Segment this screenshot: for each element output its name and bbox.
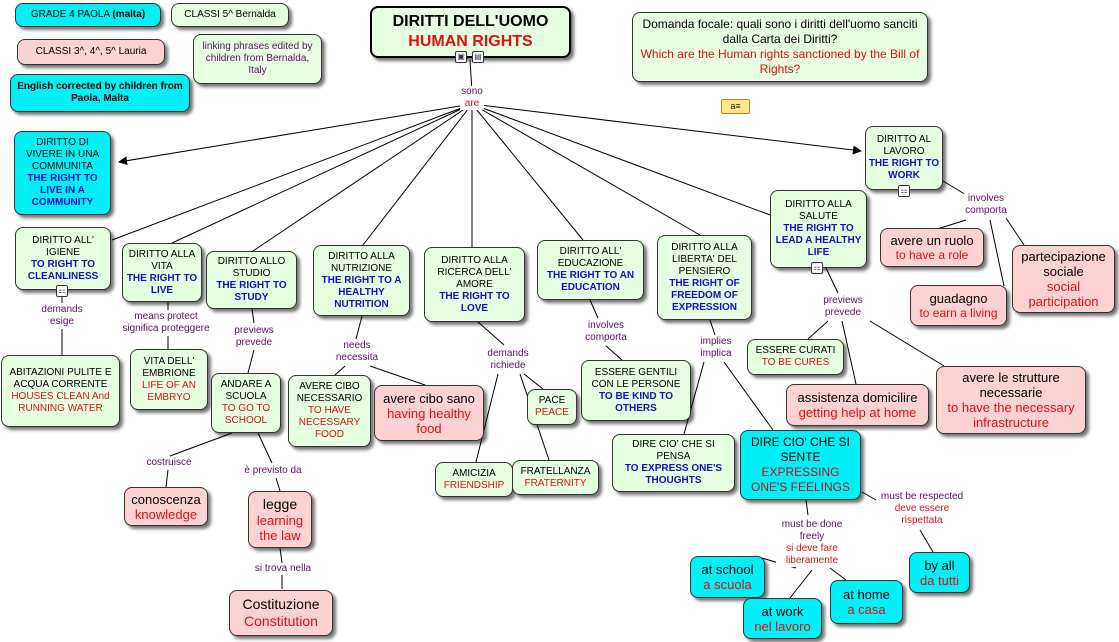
abitazioni-node[interactable]: ABITAZIONI PULITE E ACQUA CORRENTE HOUSE… — [1, 355, 120, 427]
right-life-node[interactable]: DIRITTO ALLA VITA THE RIGHT TO LIVE — [122, 243, 202, 302]
right-health-node[interactable]: DIRITTO ALLA SALUTE THE RIGHT TO LEAD A … — [770, 190, 867, 268]
focus-question-node: Domanda focale: quali sono i diritti del… — [632, 12, 928, 82]
cibo-sano-node[interactable]: avere cibo sano having healthy food — [374, 385, 484, 441]
costituzione-node[interactable]: Costituzione Constitution — [229, 590, 333, 636]
classi345-box: CLASSI 3^, 4^, 5^ Lauria — [17, 39, 165, 65]
right-work-node[interactable]: DIRITTO AL LAVORO THE RIGHT TO WORK — [865, 126, 943, 190]
grade-box: GRADE 4 PAOLA (malta) — [15, 3, 161, 27]
document-resource-icon[interactable]: ▤ — [472, 51, 484, 63]
avere-ruolo-node[interactable]: avere un ruolo to have a role — [880, 228, 984, 267]
hygiene-submap-icon[interactable]: ⚏ — [56, 285, 68, 297]
at-home-node[interactable]: at home a casa — [830, 580, 903, 624]
at-school-node[interactable]: at school a scuola — [690, 556, 765, 598]
link-e-previsto-da: è previsto da — [243, 465, 303, 477]
legge-node[interactable]: legge learning the law — [248, 491, 312, 548]
english-text: English corrected by children from Paola… — [17, 81, 183, 104]
link-must-be-respected: must be respected deve essere rispettata — [879, 491, 965, 527]
grade-bold: (malta) — [112, 9, 146, 20]
right-study-node[interactable]: DIRITTO ALLO STUDIO THE RIGHT TO STUDY — [206, 251, 297, 309]
link-si-trova-nella: si trova nella — [253, 563, 313, 575]
root-title-node[interactable]: DIRITTI DELL'UOMO HUMAN RIGHTS — [370, 6, 571, 58]
vita-embrione-node[interactable]: VITA DELL' EMBRIONE LIFE OF AN EMBRYO — [130, 349, 208, 410]
right-nutrition-node[interactable]: DIRITTO ALLA NUTRIZIONE THE RIGHT TO A H… — [313, 245, 410, 316]
grade-text: GRADE 4 PAOLA — [30, 9, 110, 20]
at-work-node[interactable]: at work nel lavoro — [743, 598, 822, 639]
dire-sente-node[interactable]: DIRE CIO' CHE SI SENTE EXPRESSING ONE'S … — [740, 430, 861, 500]
classi5-text: CLASSI 5^ Bernalda — [184, 9, 276, 20]
english-box: English corrected by children from Paola… — [10, 74, 190, 112]
avere-cibo-node[interactable]: AVERE CIBO NECESSARIO TO HAVE NECESSARY … — [288, 375, 371, 447]
pace-node[interactable]: PACE PEACE — [527, 389, 577, 425]
link-costruisce: costruisce — [145, 457, 193, 469]
link-sono-are: sono are — [460, 86, 484, 110]
note-icon[interactable]: a≡ — [721, 99, 750, 114]
dire-pensa-node[interactable]: DIRE CIO' CHE SI PENSA TO EXPRESS ONE'S … — [612, 434, 735, 492]
right-love-node[interactable]: DIRITTO ALLA RICERCA DELL' AMORE THE RIG… — [424, 247, 525, 322]
amicizia-node[interactable]: AMICIZIA FRIENDSHIP — [435, 462, 513, 497]
focus-en: Which are the Human rights sanctioned by… — [640, 47, 920, 76]
right-hygiene-node[interactable]: DIRITTO ALL' IGIENE TO RIGHT TO CLEANLIN… — [15, 227, 111, 290]
link-must-be-done-freely: must be done freely si deve fare liberam… — [776, 519, 848, 567]
conoscenza-node[interactable]: conoscenza knowledge — [124, 487, 208, 526]
right-education-node[interactable]: DIRITTO ALL' EDUCAZIONE THE RIGHT TO AN … — [537, 240, 644, 300]
classi5-box: CLASSI 5^ Bernalda — [171, 3, 289, 27]
essere-gentili-node[interactable]: ESSERE GENTILI CON LE PERSONE TO BE KIND… — [581, 360, 691, 421]
andare-scuola-node[interactable]: ANDARE A SCUOLA TO GO TO SCHOOL — [211, 373, 281, 433]
linking-box: linking phrases edited by children from … — [193, 34, 322, 84]
fratellanza-node[interactable]: FRATELLANZA FRATERNITY — [512, 460, 599, 495]
title-en: HUMAN RIGHTS — [408, 33, 533, 50]
work-submap-icon[interactable]: ⚏ — [898, 185, 910, 197]
right-thought-node[interactable]: DIRITTO ALLA LIBERTA' DEL PENSIERO THE R… — [657, 235, 752, 320]
guadagno-node[interactable]: guadagno to earn a living — [910, 285, 1007, 326]
strutture-node[interactable]: avere le strutture necessarie to have th… — [936, 366, 1086, 434]
health-submap-icon[interactable]: ⚏ — [811, 262, 823, 274]
linking-text: linking phrases edited by children from … — [202, 41, 313, 76]
essere-curati-node[interactable]: ESSERE CURATI TO BE CURES — [747, 339, 844, 375]
image-resource-icon[interactable]: ▣ — [455, 51, 467, 63]
title-it: DIRITTI DELL'UOMO — [392, 13, 549, 30]
right-community-node[interactable]: DIRITTO DI VIVERE IN UNA COMMUNITA THE R… — [14, 131, 111, 215]
classi345-text: CLASSI 3^, 4^, 5^ Lauria — [35, 46, 147, 57]
assistenza-node[interactable]: assistenza domicilire getting help at ho… — [786, 384, 929, 426]
by-all-node[interactable]: by all da tutti — [909, 552, 970, 593]
partecipazione-node[interactable]: partecipazione sociale social participat… — [1012, 245, 1115, 313]
focus-it: Domanda focale: quali sono i diritti del… — [642, 17, 918, 46]
